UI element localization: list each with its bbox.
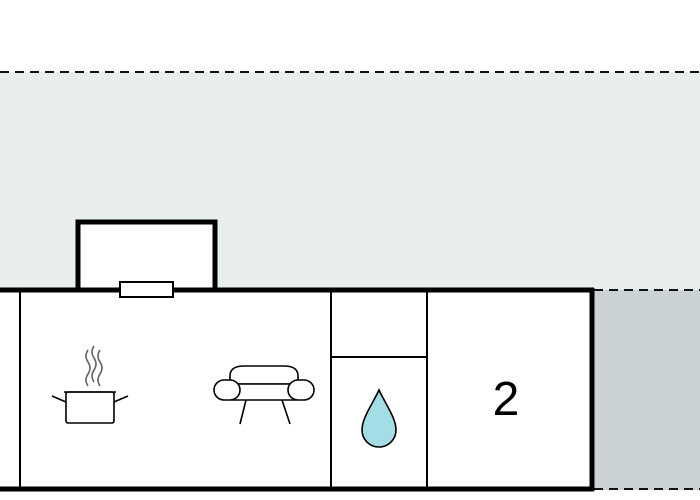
side-terrace-area xyxy=(592,289,700,490)
sofa-icon xyxy=(213,365,315,425)
walls xyxy=(0,287,595,492)
bedroom-label: 2 xyxy=(493,373,520,426)
water-drop-icon xyxy=(361,388,397,448)
fireplace-vent xyxy=(119,281,174,298)
cooking-pot-icon xyxy=(51,345,129,424)
